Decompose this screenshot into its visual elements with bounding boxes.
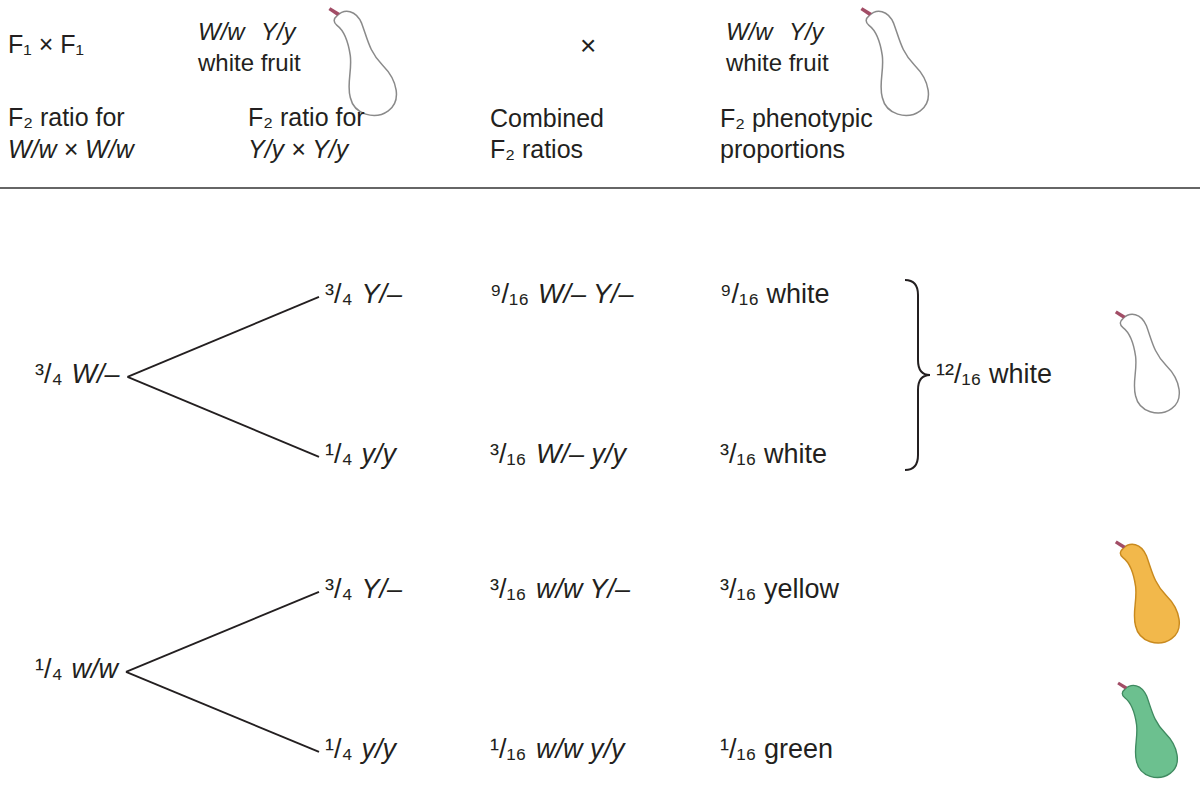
- genotype: Y/–: [362, 278, 403, 312]
- column-heading: F₂ ratio for: [8, 102, 125, 133]
- cross-symbol: ×: [580, 28, 596, 63]
- branch-line: [128, 377, 320, 457]
- phenotype-total: ¹²/₁₆ white: [936, 358, 1052, 392]
- column-heading: F₂ ratio for: [248, 102, 365, 133]
- white-gourd: [1115, 311, 1179, 413]
- column-heading: Combined F₂ ratios: [490, 103, 618, 166]
- fraction: ³/₄: [35, 358, 63, 392]
- fraction: ³/₄: [325, 573, 353, 607]
- green-gourd: [1117, 682, 1177, 778]
- phenotype-proportion: ³/₁₆ white: [720, 438, 827, 472]
- genotype: Y/–: [362, 573, 403, 607]
- header-rule: [0, 187, 1200, 189]
- yellow-gourd: [1115, 541, 1179, 643]
- column-heading: Y/y × Y/y: [248, 134, 348, 165]
- branch-ratio: ³/₄ Y/–: [321, 571, 406, 609]
- genotype-label: W/w Y/y: [198, 17, 296, 47]
- genotype: y/y: [362, 438, 397, 472]
- branch-ratio: ¹/₄ y/y: [321, 436, 400, 474]
- genotype: w/w y/y: [536, 733, 625, 767]
- column-heading: W/w × W/w: [8, 134, 134, 165]
- branch-ratio: ¹/₄ y/y: [321, 731, 400, 769]
- fraction: ¹/₄: [325, 438, 353, 472]
- phenotype-proportion: ⁹/₁₆ white: [720, 278, 830, 312]
- genotype: W/– y/y: [536, 438, 626, 472]
- genotype: w/w Y/–: [536, 573, 630, 607]
- cross-title: F₁ × F₁: [8, 29, 84, 60]
- branch-line: [126, 592, 319, 672]
- phenotype-proportion: ¹/₁₆ green: [720, 733, 833, 767]
- fraction: ³/₄: [325, 278, 353, 312]
- genotype: w/w: [72, 653, 119, 687]
- phenotype-proportion: ³/₁₆ yellow: [720, 573, 839, 607]
- genotype: y/y: [362, 733, 397, 767]
- branch-ratio: ³/₄ Y/–: [321, 276, 406, 314]
- genotype-label: W/w Y/y: [726, 17, 824, 47]
- curly-brace: [905, 280, 930, 470]
- fraction: ⁹/₁₆: [490, 278, 529, 312]
- fraction: ¹/₄: [325, 733, 353, 767]
- column-heading: F₂ phenotypic proportions: [720, 103, 898, 166]
- genotype: W/– Y/–: [538, 278, 634, 312]
- phenotype-label: white fruit: [726, 48, 829, 78]
- fraction: ¹/₁₆: [490, 733, 527, 767]
- branch-ratio: ¹/₄ w/w: [31, 651, 122, 689]
- branch-line: [128, 297, 320, 377]
- branch-line: [126, 672, 319, 752]
- fraction: ¹/₄: [35, 653, 63, 687]
- genotype: W/–: [72, 358, 120, 392]
- white-gourd: [860, 7, 928, 115]
- fraction: ³/₁₆: [490, 438, 527, 472]
- fraction: ³/₁₆: [490, 573, 527, 607]
- phenotype-label: white fruit: [198, 48, 301, 78]
- branch-ratio: ³/₄ W/–: [31, 356, 124, 394]
- white-gourd: [328, 7, 396, 115]
